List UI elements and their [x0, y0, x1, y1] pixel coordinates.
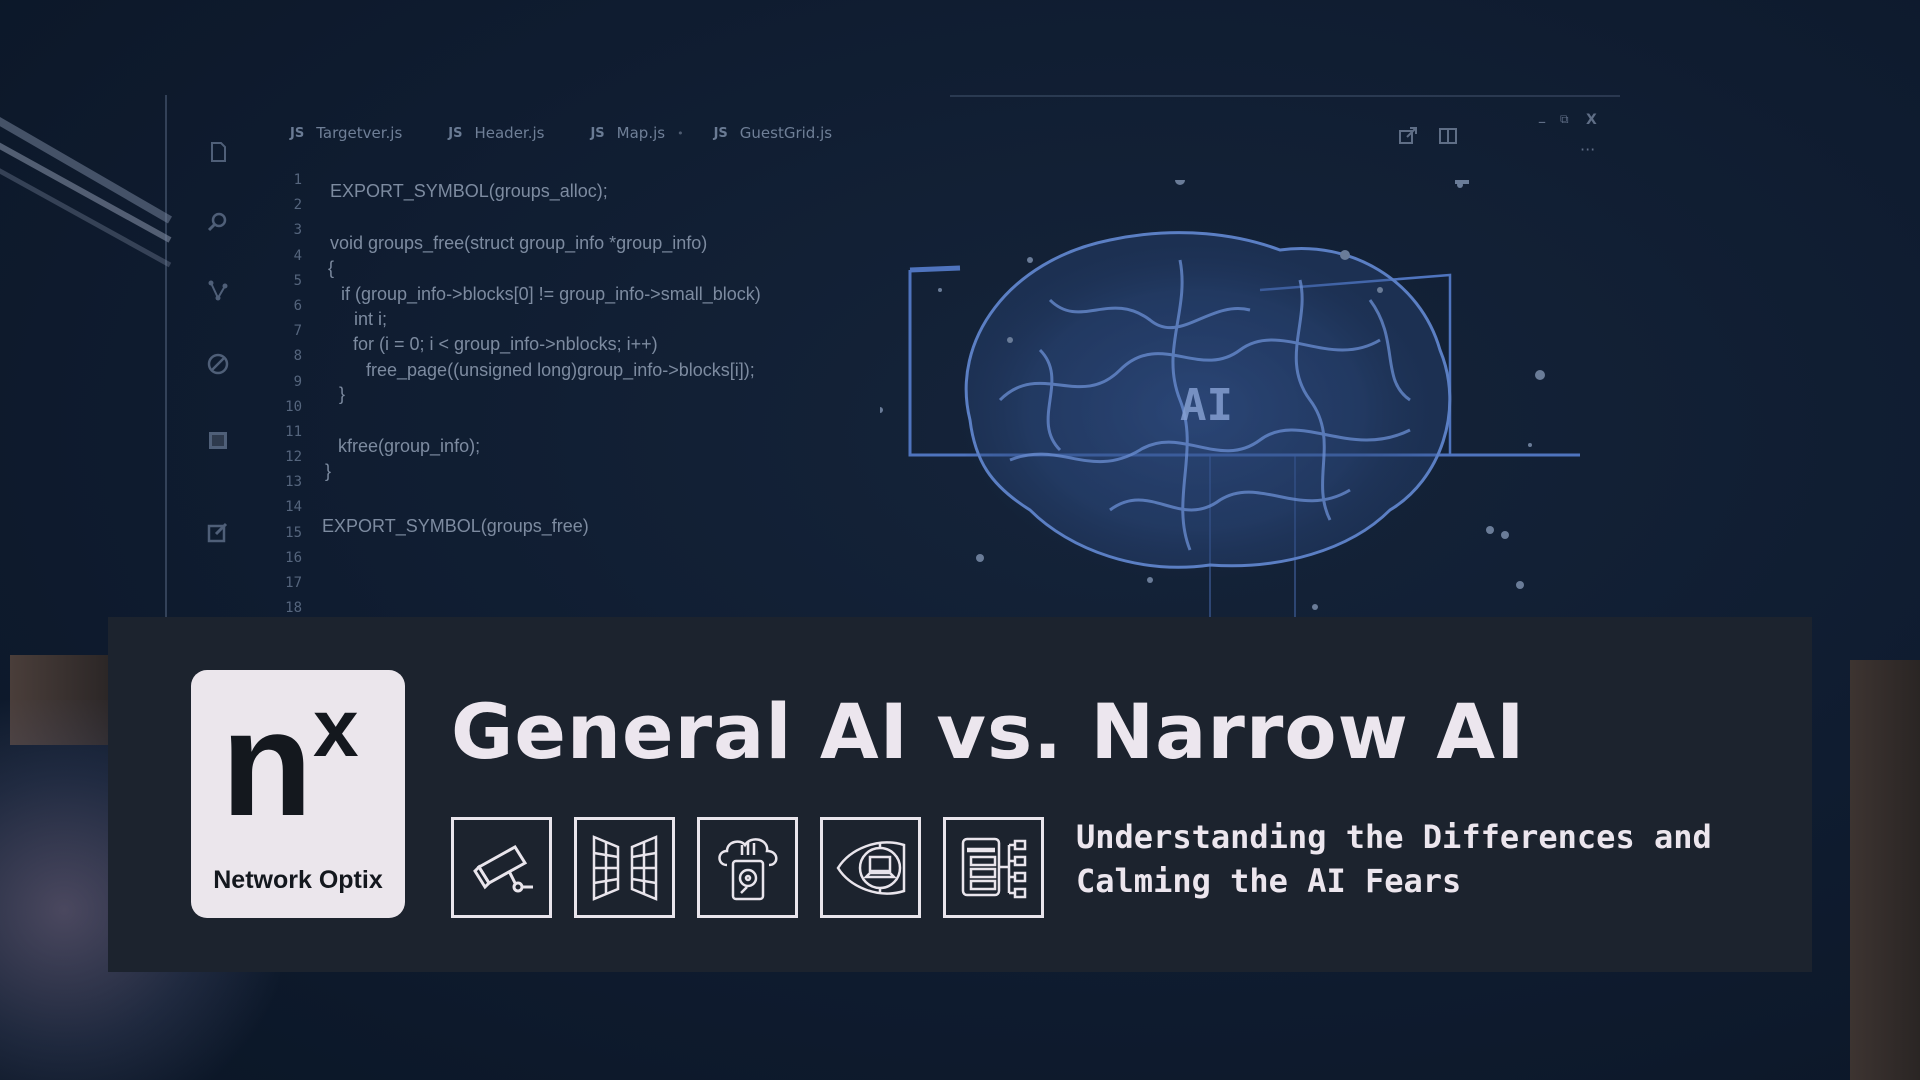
tab-header[interactable]: JS Header.js: [448, 120, 544, 146]
line-number: 7: [293, 323, 302, 340]
line-number: 3: [293, 222, 302, 239]
code-line: {: [328, 258, 335, 278]
code-line: void groups_free(struct group_info *grou…: [330, 233, 708, 253]
subtitle-line-2: Calming the AI Fears: [1076, 862, 1462, 900]
line-number: 8: [293, 348, 302, 365]
line-number: 2: [293, 197, 302, 214]
window-top-border: [950, 95, 1620, 97]
tab-label: Map.js: [616, 124, 666, 142]
code-line: }: [339, 384, 346, 404]
line-number: 14: [285, 499, 302, 516]
line-number: 13: [285, 474, 302, 491]
brain-ai-label: AI: [1180, 380, 1233, 431]
line-number: 1: [293, 172, 302, 188]
logo-superscript: x: [313, 683, 359, 774]
line-number: 15: [285, 524, 302, 541]
security-camera-icon: [451, 817, 552, 918]
activity-bar: [195, 130, 245, 570]
files-icon[interactable]: [205, 140, 231, 166]
code-line: for (i = 0; i < group_info->nblocks; i++…: [353, 334, 658, 354]
line-number: 11: [285, 423, 302, 440]
feature-icon-row: [451, 817, 1066, 918]
edit-icon[interactable]: [205, 520, 231, 546]
close-button[interactable]: X: [1586, 112, 1597, 128]
split-editor-icon[interactable]: [1438, 126, 1458, 150]
network-optix-logo: n x Network Optix: [191, 670, 405, 918]
minimize-button[interactable]: –: [1538, 112, 1546, 131]
code-line: free_page((unsigned long)group_info->blo…: [366, 360, 755, 380]
page-title: General AI vs. Narrow AI: [451, 687, 1526, 776]
tab-label: Header.js: [474, 124, 545, 142]
eye-monitor-icon: [820, 817, 921, 918]
tab-modified-dot-icon: •: [677, 126, 684, 140]
extensions-icon[interactable]: [205, 428, 231, 454]
background-object: [1850, 660, 1920, 1080]
logo-mark: n: [221, 679, 313, 847]
debug-icon[interactable]: [205, 352, 231, 378]
subtitle-line-1: Understanding the Differences and: [1076, 818, 1712, 856]
ai-brain-illustration: AI: [880, 180, 1580, 620]
cloud-storage-drive-icon: [697, 817, 798, 918]
tab-targetver[interactable]: JS Targetver.js: [290, 120, 402, 146]
line-number: 17: [285, 575, 302, 591]
line-number: 5: [293, 272, 302, 289]
code-line: EXPORT_SYMBOL(groups_alloc);: [330, 181, 608, 201]
code-line: int i;: [354, 309, 388, 329]
line-number: 18: [285, 600, 302, 617]
tab-map[interactable]: JS Map.js •: [590, 120, 683, 146]
editor-tabs: JS Targetver.js JS Header.js JS Map.js •…: [290, 120, 878, 146]
js-file-icon: JS: [448, 125, 463, 141]
line-number: 12: [285, 449, 302, 466]
code-line: if (group_info->blocks[0] != group_info-…: [341, 284, 761, 304]
title-banner: n x Network Optix General AI vs. Narrow …: [108, 617, 1812, 972]
line-number: 6: [293, 297, 302, 314]
cable-decoration: [0, 116, 173, 268]
code-editor-window: [165, 95, 1627, 625]
line-number-gutter: 1 2 3 4 5 6 7 8 9 10 11 12 13 14 15 16 1…: [272, 168, 302, 621]
line-number: 9: [293, 373, 302, 390]
building-perspective-icon: [574, 817, 675, 918]
line-number: 16: [285, 549, 302, 566]
js-file-icon: JS: [290, 125, 305, 141]
code-line: EXPORT_SYMBOL(groups_free): [322, 516, 589, 536]
open-external-icon[interactable]: [1398, 126, 1418, 150]
more-actions-icon[interactable]: ···: [1580, 140, 1596, 159]
server-network-icon: [943, 817, 1044, 918]
subtitle: Understanding the Differences and Calmin…: [1076, 815, 1776, 903]
code-line: }: [325, 461, 332, 481]
line-number: 4: [293, 247, 302, 264]
tab-guestgrid[interactable]: JS GuestGrid.js: [714, 120, 833, 146]
tab-label: GuestGrid.js: [739, 124, 833, 142]
js-file-icon: JS: [590, 125, 605, 141]
tab-label: Targetver.js: [316, 124, 403, 142]
search-icon[interactable]: [205, 210, 231, 236]
js-file-icon: JS: [713, 125, 728, 141]
background-object: [10, 655, 110, 745]
logo-company-name: Network Optix: [213, 866, 383, 894]
line-number: 10: [285, 398, 302, 415]
source-control-icon[interactable]: [205, 278, 231, 304]
code-line: kfree(group_info);: [338, 436, 481, 456]
restore-button[interactable]: ⧉: [1560, 112, 1569, 126]
